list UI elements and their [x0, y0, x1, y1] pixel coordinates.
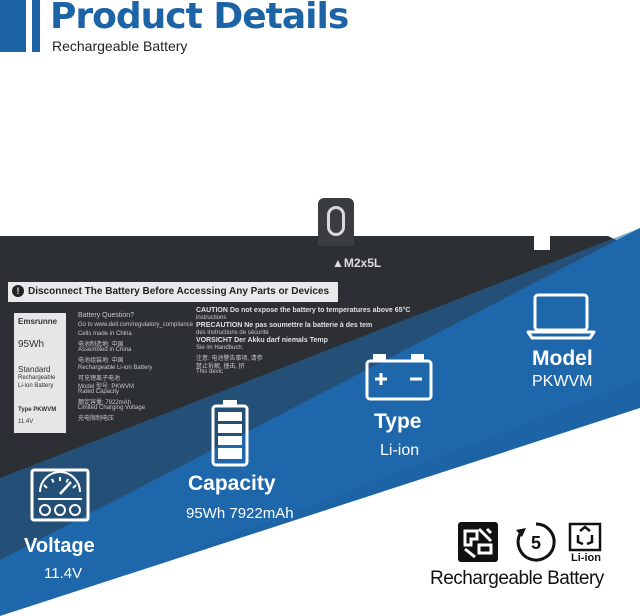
model-label: Model	[532, 347, 593, 370]
screw-hole	[327, 206, 345, 236]
cells-origin: Cells made in China	[78, 331, 132, 337]
rated-capacity-cn: 额定容量: 7922mAh	[78, 400, 132, 406]
recycle-number: 5	[531, 533, 541, 553]
battery-notch	[534, 236, 550, 250]
vorsicht-text-2: Sie im Handbuch.	[196, 345, 244, 351]
battery-question: Battery Question?	[78, 312, 135, 319]
header-accent-bar	[0, 0, 26, 52]
type-label: Type	[374, 410, 422, 433]
rechargeable-text-cn: 可充锂离子电池	[78, 376, 121, 382]
voltage-label: Voltage	[24, 535, 95, 557]
rechargeable-text: Rechargeable Li-ion Battery	[78, 365, 153, 371]
battery-sticker: Emsrunne 95Wh Standard Rechargeable Li-i…	[14, 313, 66, 433]
cells-origin-cn: 电池制造地: 中国	[78, 342, 124, 348]
assembled-origin: Assembled in China	[78, 347, 132, 353]
page-title: Product Details	[50, 0, 349, 37]
sticker-capacity: 95Wh	[18, 339, 45, 350]
li-ion-recycle-icon	[568, 522, 602, 552]
recycle-5-icon: 5	[516, 522, 556, 562]
voltage-value: 11.4V	[44, 565, 83, 582]
precaution-text: PRECAUTION Ne pas soumettre la batterie …	[196, 322, 373, 329]
capacity-label: Capacity	[188, 472, 276, 495]
battery-mounting-tab	[318, 198, 354, 246]
limited-voltage: Limited Charging Voltage	[78, 405, 146, 411]
warning-icon: !	[12, 285, 24, 298]
battery-question-url: Go to www.dell.com/regulatory_compliance	[78, 322, 194, 328]
type-value: Li-ion	[380, 442, 420, 459]
capacity-value: 95Wh 7922mAh	[186, 505, 294, 522]
model-text: Model 型号: PKWVM	[78, 384, 135, 390]
precaution-text-2: des instructions de sécurité	[196, 330, 269, 336]
sticker-line1: Rechargeable	[18, 375, 56, 381]
laptop-icon	[526, 293, 596, 340]
sticker-type: Type PKWVM	[18, 407, 57, 413]
car-battery-icon	[365, 354, 433, 401]
li-ion-caption: Li-ion	[571, 552, 601, 564]
screw-label: ▲M2x5L	[332, 256, 382, 270]
header: Product Details Rechargeable Battery	[0, 0, 640, 60]
battery-warning-strip: ! Disconnect The Battery Before Accessing…	[8, 282, 338, 302]
sticker-brand: Emsrunne	[18, 317, 58, 326]
model-value: PKWVM	[532, 373, 593, 390]
this-device-text: This devic	[196, 369, 224, 375]
sticker-standard: Standard	[18, 365, 51, 374]
caution-text: CAUTION Do not expose the battery to tem…	[196, 307, 411, 314]
white-footer-area	[0, 408, 640, 616]
rated-capacity: Rated Capacity	[78, 389, 120, 395]
voltmeter-icon	[30, 468, 90, 522]
battery-level-icon	[211, 400, 249, 467]
blue-overlay-highlight	[0, 228, 640, 616]
assembled-origin-cn: 电池组装地: 中国	[78, 358, 124, 364]
warning-text: Disconnect The Battery Before Accessing …	[28, 286, 330, 297]
footer-rechargeable-battery: Rechargeable Battery	[430, 568, 604, 589]
limited-voltage-cn: 充电限制电压	[78, 416, 115, 422]
vorsicht-text: VORSICHT Der Akku darf niemals Temp	[196, 337, 328, 344]
page-subtitle: Rechargeable Battery	[52, 38, 188, 54]
header-accent-bar-thin	[32, 0, 40, 52]
sticker-line2: Li-ion Battery	[18, 383, 54, 389]
cn-warning-1: 注意: 电池警告事项, 请参	[196, 356, 263, 362]
sticker-voltage: 11.4V	[18, 419, 34, 425]
instructions-text: instructions	[196, 315, 227, 321]
recycle-mark-icon	[458, 522, 498, 562]
cn-warning-2: 禁止拆解, 撞击, 挤	[196, 364, 245, 370]
